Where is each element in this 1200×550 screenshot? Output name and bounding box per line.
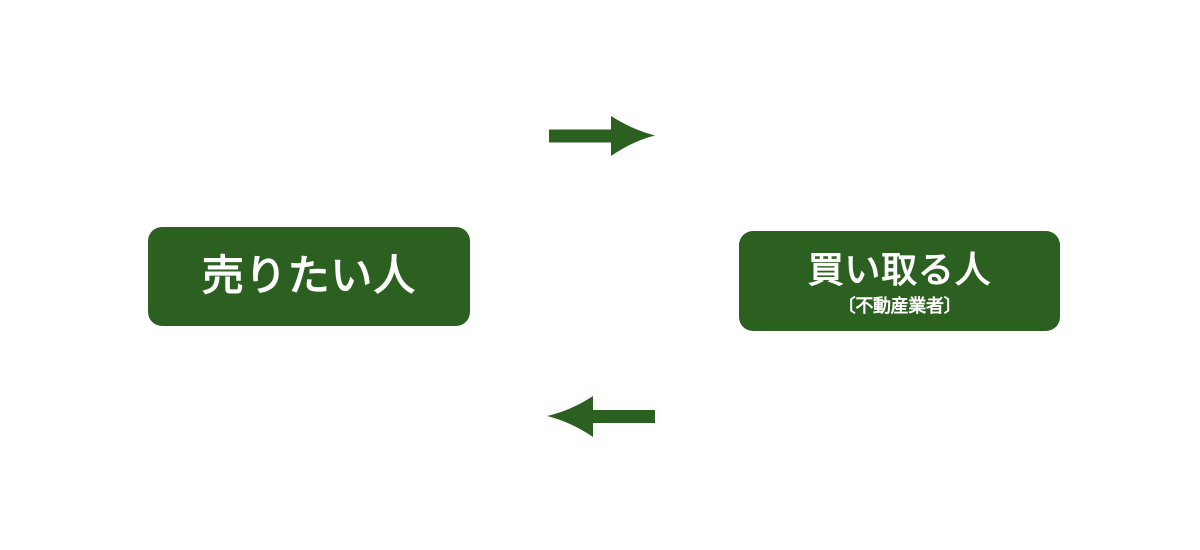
node-buyer-subtitle: 〔不動産業者〕 (837, 296, 962, 317)
arrow-right-icon (549, 116, 655, 156)
node-seller: 売りたい人 (148, 227, 470, 326)
node-seller-title: 売りたい人 (201, 252, 417, 300)
arrow-left-icon (547, 396, 655, 437)
node-buyer-title: 買い取る人 (807, 248, 992, 290)
node-buyer: 買い取る人 〔不動産業者〕 (739, 231, 1060, 331)
